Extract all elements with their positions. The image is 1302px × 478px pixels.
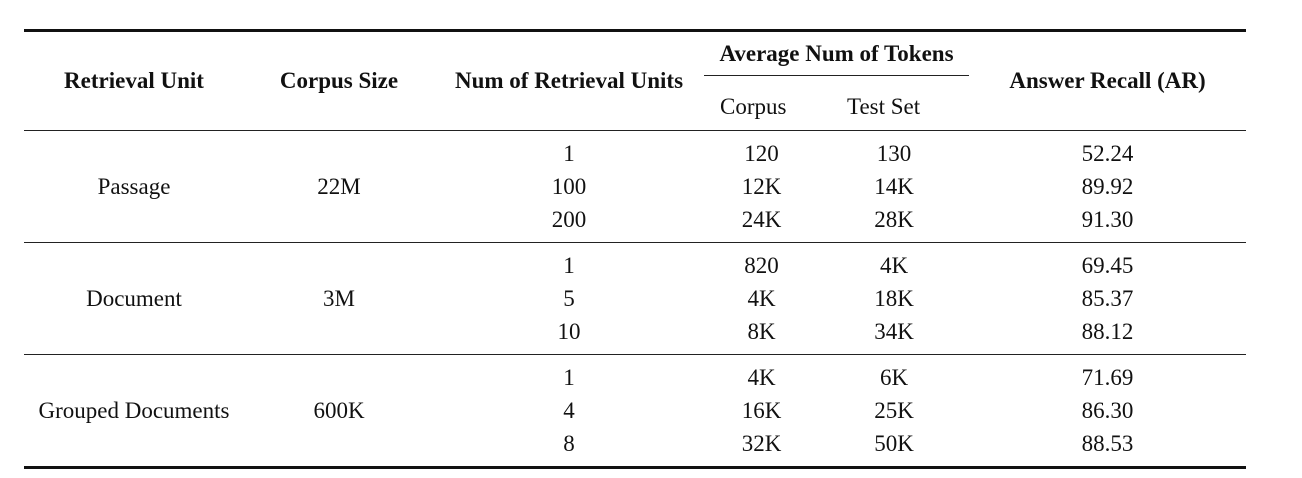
cell-num-retrieval-units: 1 [563,141,575,166]
header-average-num-tokens-label: Average Num of Tokens [719,41,954,66]
cell-num-retrieval-units: 200 [551,207,587,232]
cell-answer-recall: 52.24 [1081,141,1134,166]
results-table-container: Retrieval Unit Corpus Size Num of Retrie… [24,29,1246,469]
cell-avg-test-set: 18K [874,286,914,311]
cell-corpus-size: 600K [313,397,365,423]
header-corpus: Corpus [704,84,819,131]
cell-avg-test-set: 6K [879,365,909,390]
cell-avg-corpus: 12K [741,174,782,199]
table-row: 10 8K 34K 88.12 [24,315,1246,355]
cell-answer-recall: 88.53 [1081,431,1134,456]
cell-corpus-size: 3M [323,285,355,311]
cell-answer-recall: 85.37 [1081,286,1134,311]
cell-avg-corpus: 16K [741,398,782,423]
cell-num-retrieval-units: 4 [563,398,575,423]
cell-avg-corpus: 120 [744,141,779,166]
header-corpus-size: Corpus Size [244,30,434,131]
cell-avg-test-set: 130 [876,141,912,166]
cell-avg-test-set: 28K [874,207,914,232]
cell-avg-corpus: 820 [744,253,779,278]
table-row: 200 24K 28K 91.30 [24,203,1246,243]
cell-avg-test-set: 50K [874,431,914,456]
cell-avg-test-set: 34K [874,319,914,344]
table-row: 5 4K 18K 85.37 [24,282,1246,315]
cell-answer-recall: 69.45 [1081,253,1134,278]
cell-corpus-size: 22M [317,173,361,199]
cell-answer-recall: 89.92 [1081,174,1134,199]
table-header: Retrieval Unit Corpus Size Num of Retrie… [24,30,1246,131]
cell-num-retrieval-units: 100 [551,174,587,199]
cell-avg-corpus: 4K [747,286,776,311]
table-row: 4 16K 25K 86.30 [24,394,1246,427]
cell-avg-corpus: 8K [747,319,776,344]
cell-retrieval-unit: Grouped Documents [38,397,230,423]
header-test-set: Test Set [819,84,969,131]
cell-num-retrieval-units: 1 [563,253,575,278]
cell-avg-corpus: 24K [741,207,782,232]
cell-avg-test-set: 14K [874,174,914,199]
header-num-retrieval-units: Num of Retrieval Units [434,30,704,131]
cell-avg-corpus: 4K [747,365,776,390]
header-retrieval-unit: Retrieval Unit [24,30,244,131]
cell-avg-test-set: 25K [874,398,914,423]
cell-num-retrieval-units: 8 [563,431,575,456]
header-average-num-tokens-underline: Average Num of Tokens [704,41,969,76]
cell-avg-corpus: 32K [741,431,782,456]
cell-answer-recall: 91.30 [1081,207,1134,232]
header-average-num-tokens: Average Num of Tokens [704,31,969,85]
header-row-main: Retrieval Unit Corpus Size Num of Retrie… [24,30,1246,131]
cell-retrieval-unit: Passage [97,173,171,199]
table-row: 8 32K 50K 88.53 [24,427,1246,468]
header-row-sub: Corpus Test Set [24,84,1246,131]
cell-num-retrieval-units: 10 [557,319,581,344]
cell-num-retrieval-units: 5 [563,286,575,311]
results-table: Retrieval Unit Corpus Size Num of Retrie… [24,29,1246,469]
cell-num-retrieval-units: 1 [563,365,575,390]
cell-answer-recall: 88.12 [1081,319,1134,344]
table-row: Grouped Documents 600K 1 4K 6K 71.69 [24,355,1246,423]
cell-avg-test-set: 4K [879,253,909,278]
table-row: Document 3M 1 820 4K 69.45 [24,243,1246,311]
cell-answer-recall: 86.30 [1081,398,1134,423]
table-row: Passage 22M 1 120 130 52.24 [24,131,1246,199]
table-row: 100 12K 14K 89.92 [24,170,1246,203]
header-answer-recall: Answer Recall (AR) [969,30,1246,131]
cell-answer-recall: 71.69 [1081,365,1134,390]
cell-retrieval-unit: Document [86,285,182,311]
